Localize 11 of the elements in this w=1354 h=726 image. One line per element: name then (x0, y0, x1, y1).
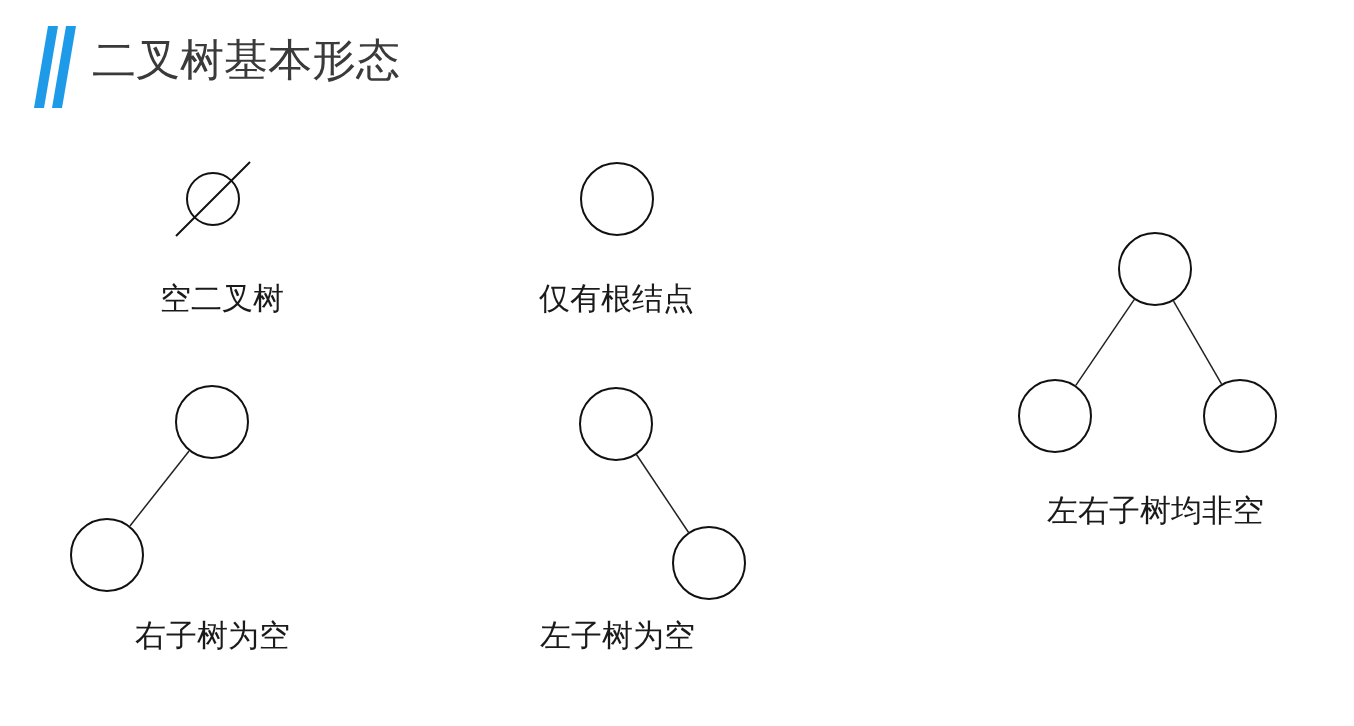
tree-caption: 左子树为空 (539, 617, 695, 653)
tree-caption: 空二叉树 (160, 280, 284, 316)
tree-edge (635, 454, 690, 533)
empty-set-symbol (175, 161, 251, 237)
slide-title: 二叉树基本形态 (92, 36, 400, 85)
tree-caption: 仅有根结点 (538, 280, 694, 316)
tree-caption: 左右子树均非空 (1046, 492, 1264, 528)
tree-edge (1172, 300, 1223, 385)
tree-caption: 右子树为空 (134, 617, 290, 653)
tree-edge (1075, 298, 1135, 387)
tree-edge (129, 450, 190, 527)
